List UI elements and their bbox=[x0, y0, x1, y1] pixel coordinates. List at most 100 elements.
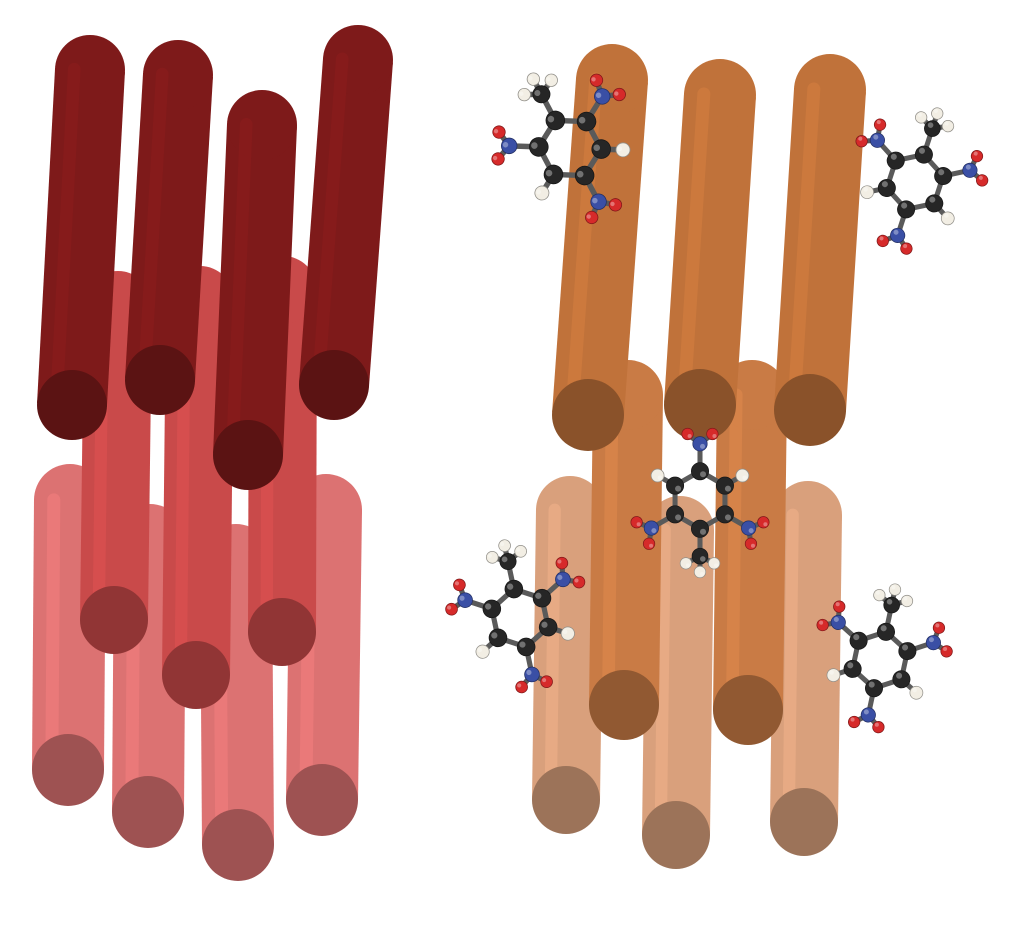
nitrogen-atom bbox=[962, 162, 978, 178]
rod-front-2 bbox=[125, 40, 213, 415]
hydrogen-atom bbox=[544, 73, 558, 87]
oxygen-atom bbox=[757, 516, 770, 529]
hydrogen-atom bbox=[514, 545, 527, 558]
oxygen-atom bbox=[453, 578, 466, 592]
carbon-atom bbox=[538, 617, 558, 637]
hydrogen-atom bbox=[534, 185, 550, 201]
carbon-atom bbox=[532, 588, 552, 608]
carbon-atom bbox=[488, 628, 508, 648]
nitrogen-atom bbox=[860, 707, 876, 723]
carbon-atom bbox=[886, 151, 905, 170]
carbon-atom bbox=[876, 622, 895, 641]
hydrogen-atom bbox=[931, 107, 944, 120]
oxygen-atom bbox=[491, 152, 505, 166]
carbon-atom bbox=[914, 145, 933, 164]
oxygen-atom bbox=[872, 721, 885, 734]
hydrogen-atom bbox=[498, 539, 511, 552]
oxygen-atom bbox=[970, 150, 984, 163]
oxygen-atom bbox=[589, 73, 604, 87]
carbon-atom bbox=[666, 476, 685, 495]
carbon-atom bbox=[898, 642, 917, 661]
oxygen-atom bbox=[630, 516, 643, 529]
oxygen-atom bbox=[816, 618, 829, 632]
oxygen-atom bbox=[744, 537, 758, 550]
orange-rod-front-2 bbox=[664, 59, 756, 441]
hydrogen-atom bbox=[526, 72, 541, 86]
nitrogen-atom bbox=[869, 132, 885, 148]
carbon-atom bbox=[574, 165, 595, 186]
hydrogen-atom bbox=[873, 588, 886, 602]
oxygen-atom bbox=[681, 427, 694, 441]
oxygen-atom bbox=[445, 602, 458, 616]
oxygen-atom bbox=[642, 537, 656, 550]
hydrogen-atom bbox=[941, 119, 955, 133]
orange-rod-front-3 bbox=[774, 54, 866, 446]
oxygen-atom bbox=[873, 118, 887, 131]
carbon-atom bbox=[691, 519, 709, 538]
methyl-carbon-atom bbox=[691, 547, 709, 565]
hydrogen-atom bbox=[909, 685, 924, 700]
orange-rod-back-1 bbox=[532, 476, 604, 834]
oxygen-atom bbox=[876, 234, 889, 248]
nitrogen-atom bbox=[925, 635, 941, 651]
methyl-carbon-atom bbox=[924, 120, 941, 137]
carbon-atom bbox=[934, 167, 953, 186]
oxygen-atom bbox=[855, 135, 868, 148]
oxygen-atom bbox=[492, 125, 506, 139]
hydrogen-atom bbox=[915, 111, 928, 124]
oxygen-atom bbox=[833, 600, 846, 613]
oxygen-atom bbox=[976, 174, 989, 187]
orange-rod-back-3 bbox=[770, 481, 842, 856]
hydrogen-atom bbox=[485, 551, 499, 564]
tnt-molecule-5 bbox=[816, 583, 953, 734]
methyl-carbon-atom bbox=[532, 85, 551, 104]
carbon-atom bbox=[666, 505, 685, 524]
nitrogen-atom bbox=[457, 592, 473, 608]
carbon-atom bbox=[715, 505, 734, 524]
carbon-atom bbox=[925, 194, 944, 213]
carbon-atom bbox=[516, 637, 536, 657]
hydrogen-atom bbox=[940, 211, 955, 226]
hydrogen-atom bbox=[615, 142, 631, 158]
carbon-atom bbox=[576, 111, 597, 132]
hydrogen-atom bbox=[475, 644, 490, 659]
nitrogen-atom bbox=[590, 193, 607, 210]
oxygen-atom bbox=[555, 556, 569, 570]
oxygen-atom bbox=[932, 621, 946, 634]
hydrogen-atom bbox=[735, 468, 750, 483]
carbon-atom bbox=[482, 599, 502, 619]
rod-front-1 bbox=[37, 35, 125, 440]
hydrogen-atom bbox=[679, 557, 693, 570]
oxygen-atom bbox=[940, 645, 953, 658]
rod-front-3 bbox=[213, 90, 297, 490]
carbon-atom bbox=[504, 579, 524, 599]
methyl-carbon-atom bbox=[499, 553, 517, 571]
rod-front-4 bbox=[299, 25, 393, 420]
tnt-molecule-2 bbox=[855, 107, 989, 255]
hydrogen-atom bbox=[826, 668, 841, 682]
nitrogen-atom bbox=[741, 520, 757, 536]
hydrogen-atom bbox=[560, 626, 575, 641]
oxygen-atom bbox=[585, 210, 599, 225]
oxygen-atom bbox=[515, 680, 528, 694]
carbon-atom bbox=[892, 670, 911, 689]
nitrogen-atom bbox=[524, 666, 540, 683]
nitrogen-atom bbox=[501, 137, 518, 155]
oxygen-atom bbox=[572, 575, 586, 589]
nitrogen-atom bbox=[555, 571, 571, 588]
pure-column-stack-panel bbox=[32, 25, 393, 881]
nitrogen-atom bbox=[643, 520, 659, 536]
hydrogen-atom bbox=[860, 185, 874, 200]
carbon-atom bbox=[543, 164, 564, 185]
intercalated-column-stack-panel bbox=[445, 44, 989, 869]
hydrogen-atom bbox=[693, 565, 707, 579]
tnt-molecule-4 bbox=[445, 539, 586, 694]
methyl-carbon-atom bbox=[883, 596, 900, 614]
nitrogen-atom bbox=[594, 88, 611, 105]
hydrogen-atom bbox=[888, 583, 902, 596]
hydrogen-atom bbox=[900, 594, 914, 608]
oxygen-atom bbox=[612, 87, 626, 102]
carbon-atom bbox=[843, 659, 862, 678]
carbon-atom bbox=[897, 200, 916, 219]
